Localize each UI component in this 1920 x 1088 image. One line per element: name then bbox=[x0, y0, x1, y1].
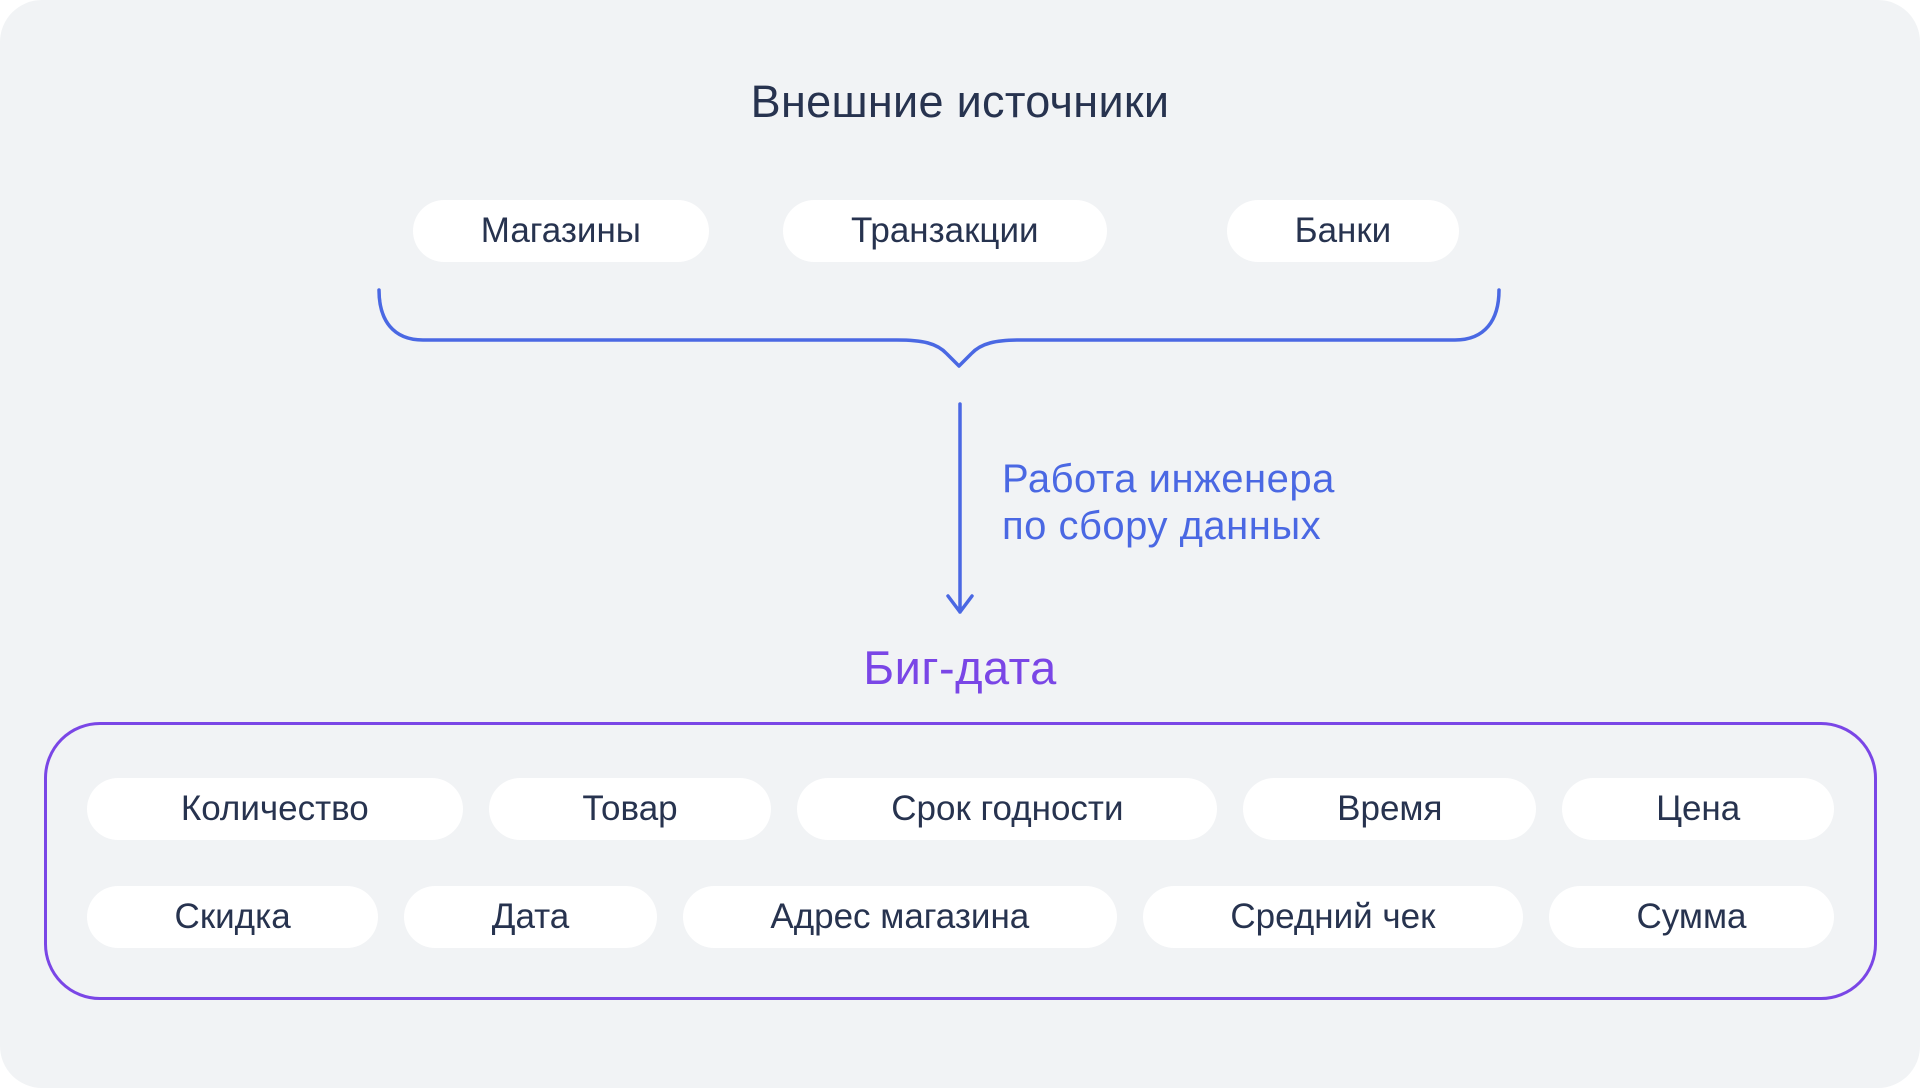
page-title: Внешние источники bbox=[750, 76, 1170, 127]
pill-discount-label: Скидка bbox=[174, 897, 291, 936]
pill-store-address: Адрес магазина bbox=[682, 886, 1117, 948]
arrow-down-icon bbox=[946, 402, 974, 614]
pill-discount: Скидка bbox=[87, 886, 379, 948]
source-pill-shops: Магазины bbox=[412, 200, 709, 262]
pill-product-label: Товар bbox=[582, 789, 678, 828]
source-pill-banks: Банки bbox=[1226, 200, 1460, 262]
pill-shelf-life-label: Срок годности bbox=[891, 789, 1124, 828]
flow-label: Работа инженера по сбору данных bbox=[1002, 456, 1335, 550]
pill-amount: Сумма bbox=[1548, 886, 1835, 948]
source-pill-transactions-label: Транзакции bbox=[850, 211, 1039, 250]
curly-brace-icon bbox=[377, 288, 1501, 368]
source-pill-shops-label: Магазины bbox=[480, 211, 641, 250]
pill-date: Дата bbox=[404, 886, 657, 948]
pill-date-label: Дата bbox=[491, 897, 570, 936]
sources-row: Магазины Транзакции Банки bbox=[0, 200, 1896, 262]
flow-label-line2: по сбору данных bbox=[1002, 504, 1322, 548]
pill-time-label: Время bbox=[1337, 789, 1443, 828]
pill-amount-label: Сумма bbox=[1636, 897, 1747, 936]
source-pill-banks-label: Банки bbox=[1294, 211, 1392, 250]
pill-product: Товар bbox=[488, 778, 772, 840]
pill-store-address-label: Адрес магазина bbox=[770, 897, 1030, 936]
pill-time: Время bbox=[1243, 778, 1537, 840]
pill-shelf-life: Срок годности bbox=[797, 778, 1218, 840]
pill-price-label: Цена bbox=[1656, 789, 1741, 828]
source-pill-transactions: Транзакции bbox=[782, 200, 1107, 262]
pill-average-check: Средний чек bbox=[1142, 886, 1523, 948]
pill-quantity: Количество bbox=[87, 778, 463, 840]
pill-average-check-label: Средний чек bbox=[1230, 897, 1436, 936]
flow-label-line1: Работа инженера bbox=[1002, 457, 1335, 501]
bigdata-row-1: Количество Товар Срок годности Время Цен… bbox=[87, 778, 1835, 840]
pill-quantity-label: Количество bbox=[180, 789, 369, 828]
bigdata-row-2: Скидка Дата Адрес магазина Средний чек С… bbox=[87, 886, 1835, 948]
bigdata-title: Биг-дата bbox=[863, 641, 1057, 694]
pill-price: Цена bbox=[1562, 778, 1835, 840]
bigdata-container: Количество Товар Срок годности Время Цен… bbox=[44, 722, 1877, 1000]
